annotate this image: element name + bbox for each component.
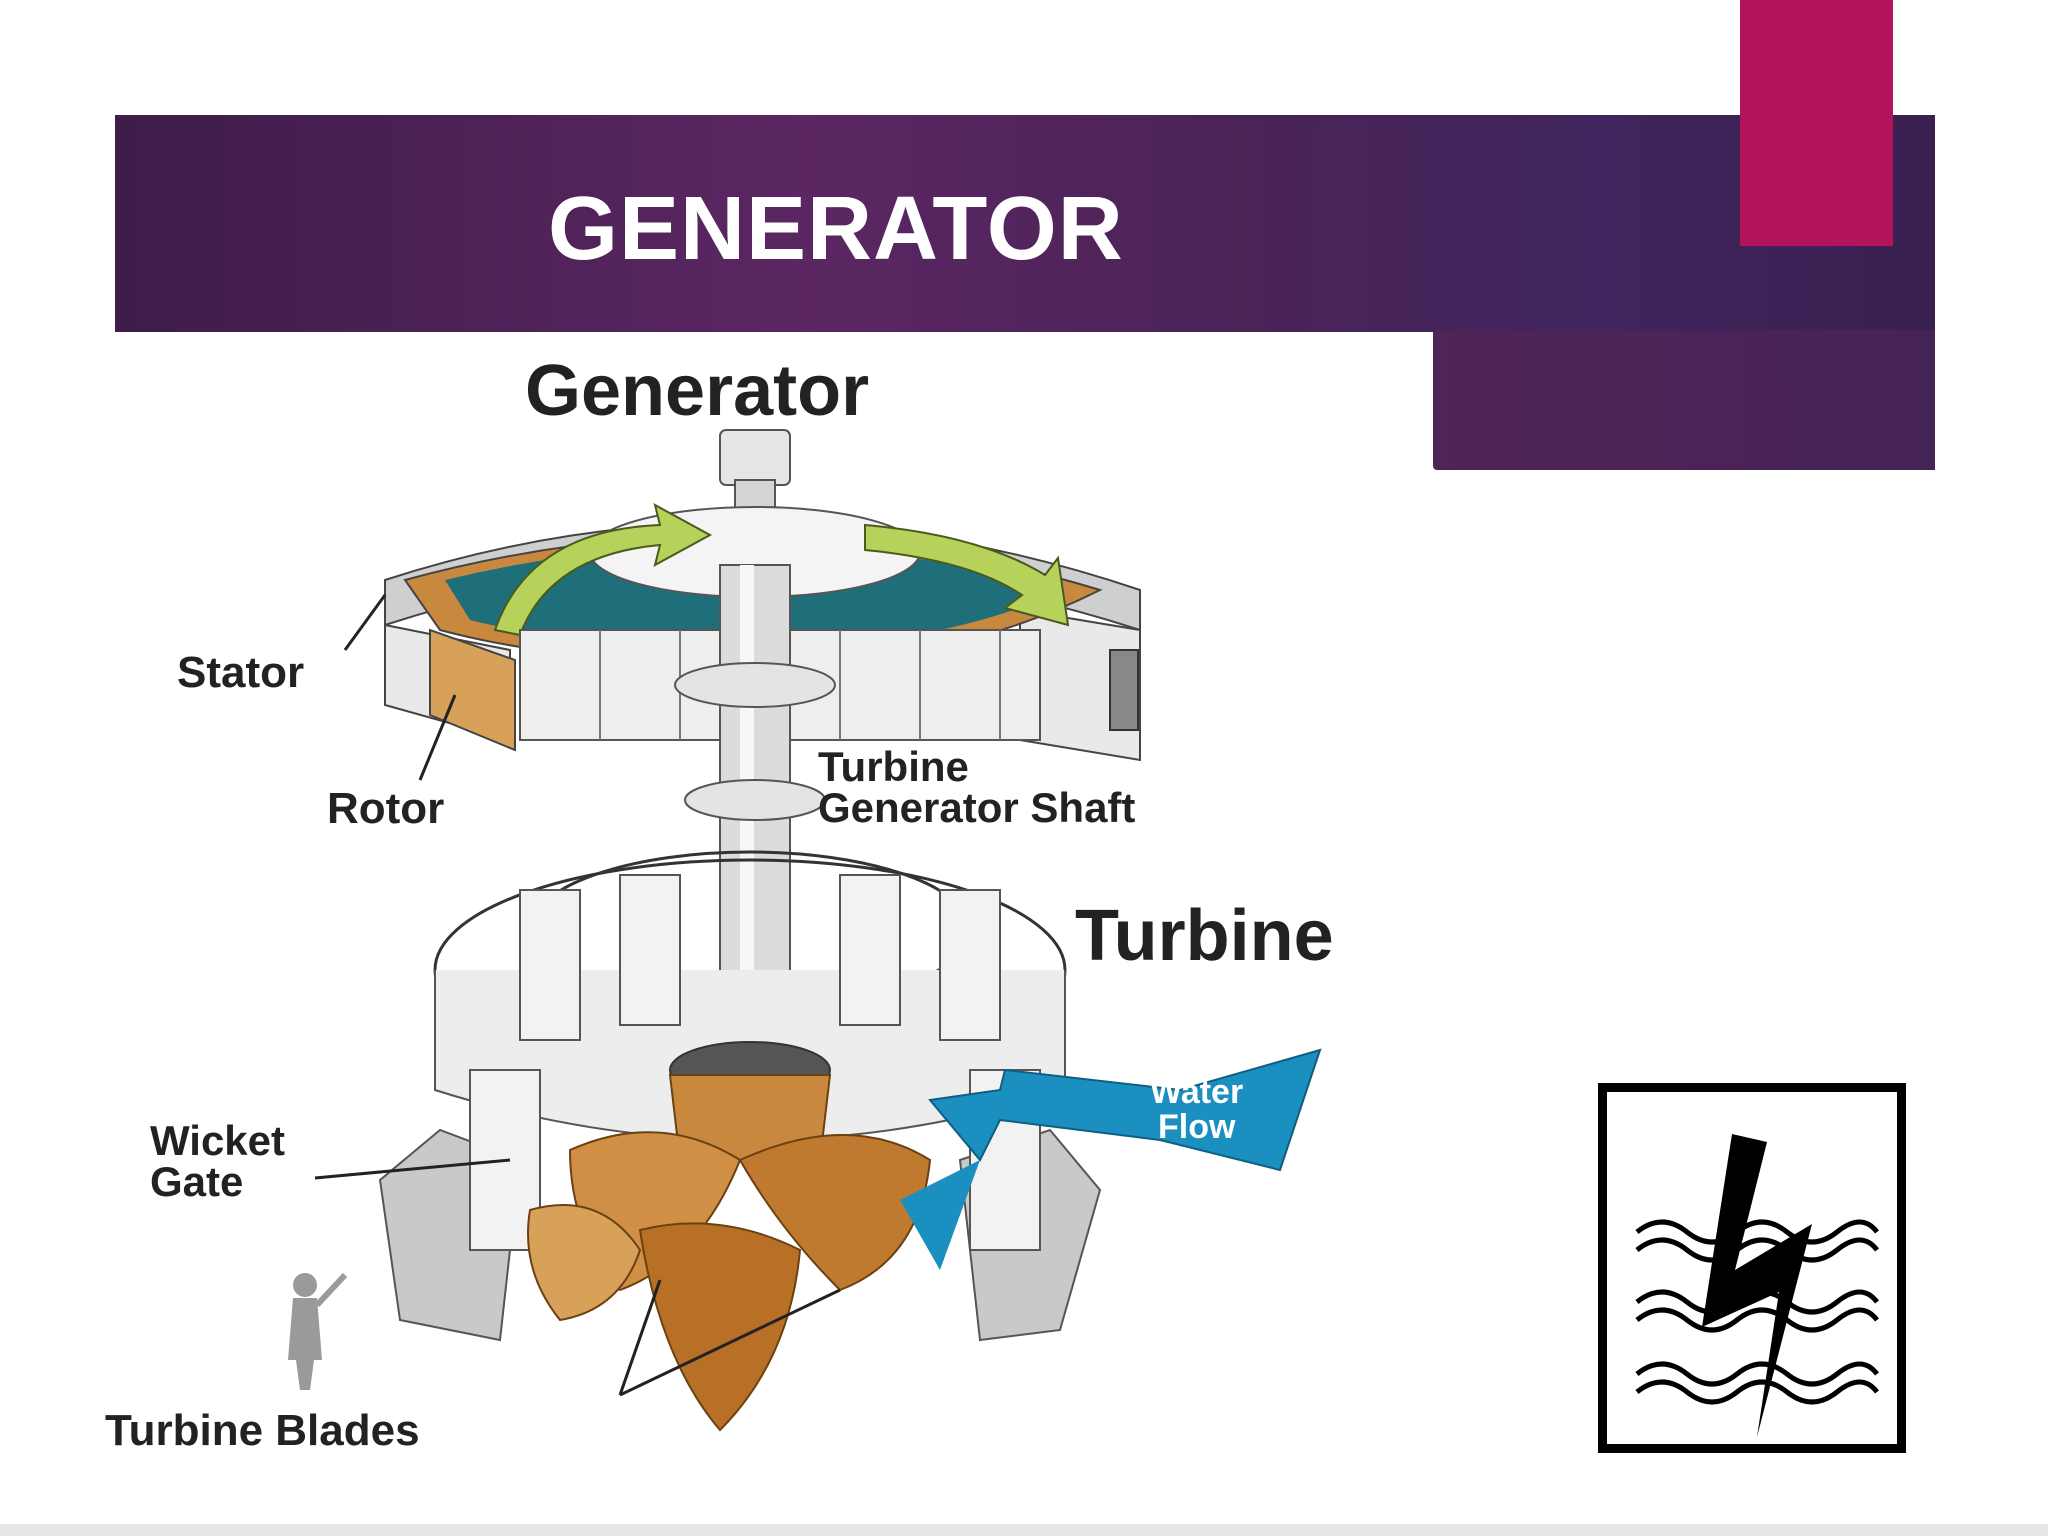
person-scale-figure (288, 1272, 348, 1390)
title-band-extension (1433, 330, 1935, 470)
turbine-blades-label: Turbine Blades (105, 1406, 420, 1455)
title-band (115, 115, 1935, 332)
bottom-strip (0, 1524, 2048, 1536)
shaft-cap (719, 429, 791, 486)
accent-tab (1740, 0, 1893, 246)
turbine-label: Turbine (1075, 896, 1334, 976)
rotor-label: Rotor (327, 784, 444, 833)
shaft-label-line2: Generator Shaft (818, 784, 1135, 831)
wicket-gate-label-line2: Gate (150, 1158, 243, 1205)
turbine-blades (527, 1041, 932, 1432)
slide-title: GENERATOR (548, 179, 1124, 279)
stator-label: Stator (177, 648, 304, 697)
lightning-water-icon (1635, 1134, 1879, 1437)
diagram-heading: Generator (525, 351, 869, 431)
water-flow-label-1: Water (1150, 1073, 1243, 1111)
water-flow-arrow: Water Flow (900, 1048, 1322, 1270)
wicket-gate-label-line1: Wicket (150, 1117, 285, 1164)
shaft-label-line1: Turbine (818, 743, 969, 790)
generator-diagram: Generator (105, 351, 1334, 1455)
water-flow-label-2: Flow (1158, 1108, 1236, 1146)
logo-box (1598, 1083, 1906, 1453)
